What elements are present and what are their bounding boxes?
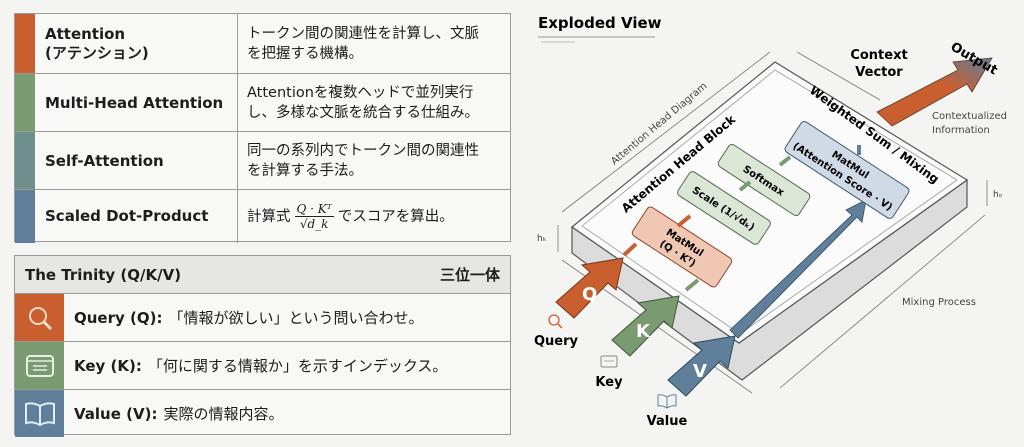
output-arrow (876, 57, 993, 127)
term: Multi-Head Attention (35, 74, 238, 132)
term-line: (アテンション) (45, 43, 149, 62)
glossary-row-self-attention: Self-Attention 同一の系列内でトークン間の関連性を計算する手法。 (15, 131, 510, 190)
matmul-qk-box: MatMul (Q · Kᵀ) (631, 206, 733, 288)
trinity-header: The Trinity (Q/K/V) 三位一体 (15, 256, 510, 294)
term: Scaled Dot-Product (35, 190, 238, 243)
diagram-title: Exploded View (538, 14, 662, 32)
color-bar (15, 74, 35, 132)
trinity-row-query: Query (Q): 「情報が欲しい」という問い合わせ。 (15, 294, 510, 342)
desc-suffix: でスコアを算出。 (337, 208, 454, 225)
formula: Q · Kᵀ√d_k (294, 202, 334, 231)
query-arrow: Q (555, 257, 624, 319)
value-arrow: V (667, 335, 736, 397)
context-vector-label: Vector (855, 65, 903, 80)
desc-line: し、多様な文脈を統合する仕組み。 (247, 105, 479, 121)
mixing-process-label: Mixing Process (902, 297, 976, 308)
desc-line: を計算する手法。 (247, 163, 363, 179)
term-line: Attention (45, 24, 126, 43)
connector-arrow (676, 214, 692, 228)
dim-k-label: hₖ (537, 234, 547, 244)
trinity-panel: The Trinity (Q/K/V) 三位一体 Query (Q): 「情報が欲… (14, 255, 511, 437)
term: Attention(アテンション) (35, 14, 238, 73)
trinity-row-value: Value (V): 実際の情報内容。 (15, 390, 510, 437)
description: 同一の系列内でトークン間の関連性を計算する手法。 (238, 132, 510, 190)
dim-o-label: hₒ (993, 190, 1003, 200)
connector-arrow (622, 242, 638, 257)
trinity-row-key: Key (K): 「何に関する情報か」を示すインデックス。 (15, 342, 510, 390)
row-text: 実際の情報内容。 (163, 405, 284, 423)
v-letter: V (693, 361, 707, 382)
row-label: Value (V): (74, 404, 158, 423)
platform-inner-border (581, 69, 958, 335)
trinity-title: The Trinity (Q/K/V) (25, 265, 182, 284)
color-bar (15, 132, 35, 190)
connector-arrow (738, 180, 752, 192)
card-icon (15, 342, 64, 389)
search-icon (15, 294, 64, 341)
dimension-line (561, 51, 771, 213)
connector-arrow (778, 155, 792, 167)
card-icon (600, 355, 618, 368)
formula-numerator: Q · Kᵀ (294, 202, 334, 217)
q-letter: Q (582, 284, 597, 305)
desc-prefix: 計算式 (247, 208, 291, 225)
row-text: 「情報が欲しい」という問い合わせ。 (168, 309, 424, 327)
contextualized-label: Contextualized (932, 111, 1007, 122)
glossary-row-multihead: Multi-Head Attention Attentionを複数ヘッドで並列実… (15, 73, 510, 132)
glossary-row-attention: Attention(アテンション) トークン間の関連性を計算し、文脈を把握する機… (15, 14, 510, 73)
contextualized-label: Information (932, 125, 990, 136)
row-label: Key (K): (74, 356, 142, 375)
desc-line: 同一の系列内でトークン間の関連性 (247, 143, 479, 159)
color-bar (15, 190, 35, 243)
desc-line: トークン間の関連性を計算し、文脈 (247, 25, 479, 42)
description: Attentionを複数ヘッドで並列実行し、多様な文脈を統合する仕組み。 (238, 74, 510, 132)
trinity-title-jp: 三位一体 (439, 266, 500, 284)
platform-top (571, 61, 969, 344)
desc-line: Attentionを複数ヘッドで並列実行 (247, 85, 474, 101)
description: 計算式 Q · Kᵀ√d_k でスコアを算出。 (238, 190, 510, 243)
value-label: Value (647, 414, 688, 429)
dimension-line (779, 214, 986, 389)
color-bar (15, 14, 35, 73)
glossary-row-scaled-dot: Scaled Dot-Product 計算式 Q · Kᵀ√d_k でスコアを算… (15, 189, 510, 243)
context-vector-label: Context (850, 48, 907, 63)
query-label: Query (534, 334, 579, 349)
k-letter: K (636, 321, 651, 342)
row-text: 「何に関する情報か」を示すインデックス。 (147, 357, 448, 375)
glossary-table: Attention(アテンション) トークン間の関連性を計算し、文脈を把握する機… (14, 13, 511, 243)
book-icon (657, 394, 677, 409)
value-flow-arrow (729, 199, 867, 339)
description: トークン間の関連性を計算し、文脈を把握する機構。 (238, 14, 510, 73)
connector-arrow (684, 278, 700, 292)
row-label: Query (Q): (74, 308, 163, 327)
desc-line: を把握する機構。 (247, 45, 363, 62)
term: Self-Attention (35, 132, 238, 190)
book-icon (15, 390, 64, 437)
formula-denominator: √d_k (299, 217, 329, 231)
key-arrow: K (611, 295, 680, 357)
search-icon (548, 314, 563, 329)
key-label: Key (595, 375, 623, 390)
dimension-line (796, 51, 881, 101)
